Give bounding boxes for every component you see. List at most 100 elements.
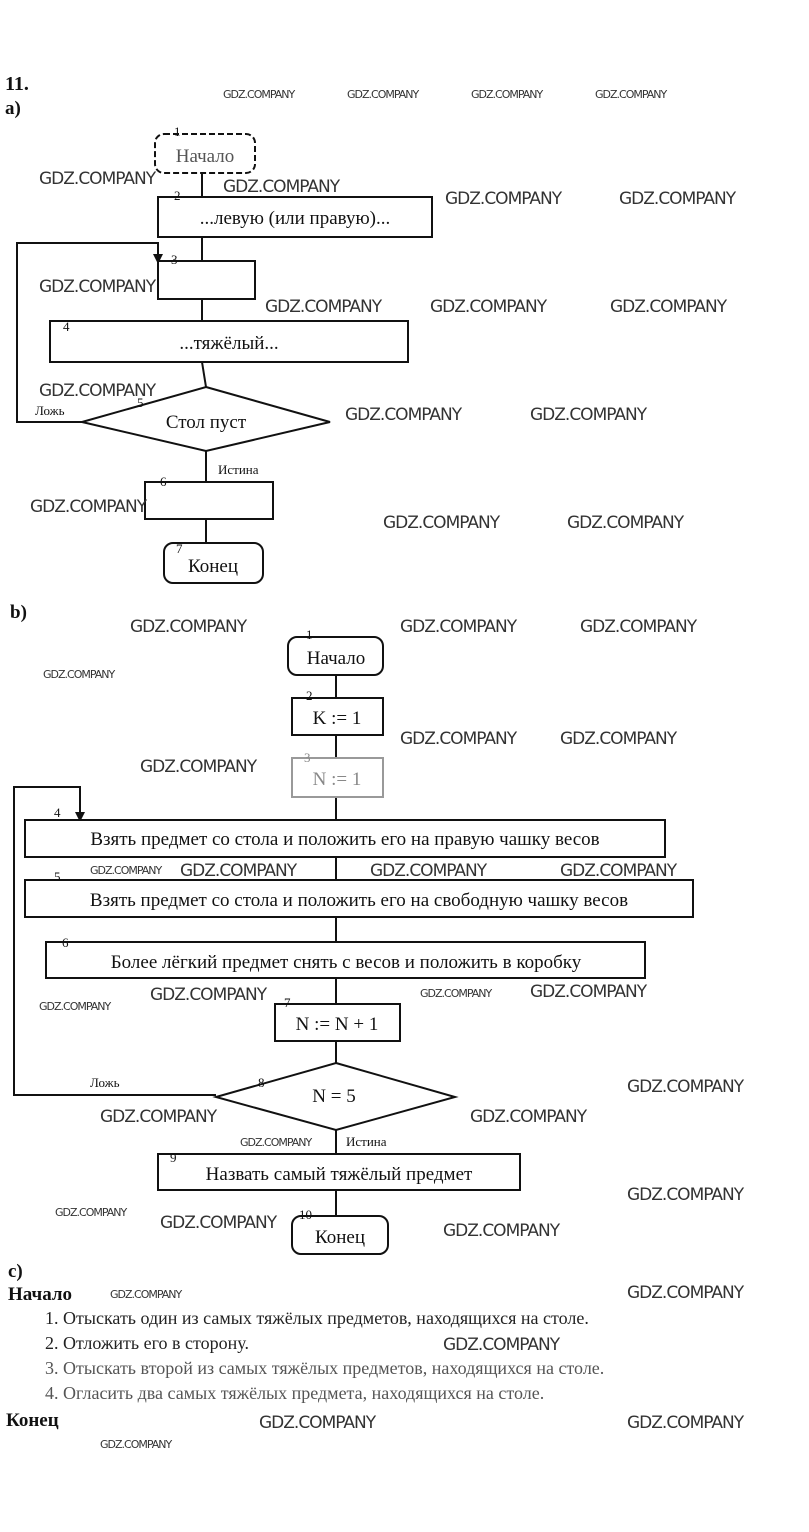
block-label: K := 1: [313, 708, 362, 729]
false-label: Ложь: [35, 403, 65, 418]
algorithm-step: 3. Отыскать второй из самых тяжёлых пред…: [45, 1358, 605, 1378]
start-block-b: [287, 636, 384, 676]
watermark: GDZ.COMPANY: [110, 1288, 183, 1301]
watermark: GDZ.COMPANY: [560, 861, 678, 881]
watermark: GDZ.COMPANY: [90, 864, 163, 877]
arrow-icon: [75, 812, 85, 822]
block-number: 7: [284, 995, 291, 1010]
true-label: Истина: [218, 462, 259, 477]
process-block-b-3: [291, 757, 384, 798]
block-label: ...левую (или правую)...: [200, 208, 391, 229]
process-block-b-5: [24, 879, 694, 918]
arrow-icon: [153, 254, 163, 264]
part-c-label: c): [8, 1261, 23, 1282]
flowchart-b: Начало 1 K := 1 2 N := 1 3 Взять предмет…: [13, 627, 694, 1255]
watermark: GDZ.COMPANY: [100, 1107, 218, 1127]
watermark: GDZ.COMPANY: [43, 668, 116, 681]
block-label: Более лёгкий предмет снять с весов и пол…: [111, 952, 582, 973]
block-number: 6: [62, 935, 69, 950]
task-number: 11.: [5, 73, 29, 95]
algorithm-step: 2. Отложить его в сторону.: [45, 1333, 249, 1353]
block-number: 4: [63, 319, 70, 334]
end-label-a: Конец: [188, 556, 238, 577]
watermark: GDZ.COMPANY: [443, 1335, 561, 1355]
watermark: GDZ.COMPANY: [30, 497, 148, 517]
block-number: 2: [306, 688, 313, 703]
decision-block-a-5: [81, 385, 331, 453]
process-block-b-6: [45, 941, 646, 979]
false-label: Ложь: [90, 1075, 120, 1090]
block-number: 10: [299, 1207, 312, 1222]
watermark: GDZ.COMPANY: [580, 617, 698, 637]
watermark: GDZ.COMPANY: [240, 1136, 313, 1149]
process-block-b-7: [274, 1003, 401, 1042]
start-label-a: Начало: [176, 146, 235, 167]
block-number: 6: [160, 474, 167, 489]
watermark: GDZ.COMPANY: [223, 177, 341, 197]
algorithm-start: Начало: [8, 1284, 73, 1305]
block-number: 4: [54, 805, 61, 820]
watermark: GDZ.COMPANY: [150, 985, 268, 1005]
watermark: GDZ.COMPANY: [370, 861, 488, 881]
loop-back-line-a: [16, 242, 159, 423]
block-number: 1: [174, 124, 181, 139]
watermark: GDZ.COMPANY: [223, 88, 296, 101]
part-a-label: a): [5, 98, 21, 119]
watermark: GDZ.COMPANY: [610, 297, 728, 317]
watermark: GDZ.COMPANY: [39, 381, 157, 401]
block-number: 2: [174, 188, 181, 203]
watermark: GDZ.COMPANY: [567, 513, 685, 533]
true-label: Истина: [346, 1134, 387, 1149]
watermark: GDZ.COMPANY: [530, 982, 648, 1002]
block-number: 5: [137, 395, 144, 410]
end-block-a: [163, 542, 264, 584]
block-label: N := 1: [313, 769, 362, 790]
watermark: GDZ.COMPANY: [400, 617, 518, 637]
block-number: 5: [54, 869, 61, 884]
watermark: GDZ.COMPANY: [180, 861, 298, 881]
block-label: Взять предмет со стола и положить его на…: [90, 829, 599, 850]
watermark: GDZ.COMPANY: [619, 189, 737, 209]
watermark: GDZ.COMPANY: [430, 297, 548, 317]
watermark: GDZ.COMPANY: [530, 405, 648, 425]
watermark: GDZ.COMPANY: [420, 987, 493, 1000]
decision-label: Стол пуст: [166, 412, 247, 433]
watermark: GDZ.COMPANY: [130, 617, 248, 637]
watermark: GDZ.COMPANY: [471, 88, 544, 101]
watermark: GDZ.COMPANY: [383, 513, 501, 533]
watermark: GDZ.COMPANY: [160, 1213, 278, 1233]
watermark: GDZ.COMPANY: [560, 729, 678, 749]
block-number: 9: [170, 1150, 177, 1165]
block-label: N := N + 1: [296, 1014, 379, 1035]
block-number: 3: [304, 750, 311, 765]
process-block-b-2: [291, 697, 384, 736]
block-label: Взять предмет со стола и положить его на…: [90, 890, 628, 911]
algorithm-end: Конец: [6, 1410, 59, 1431]
watermark: GDZ.COMPANY: [39, 169, 157, 189]
watermark: GDZ.COMPANY: [443, 1221, 561, 1241]
block-number: 1: [306, 627, 313, 642]
watermark: GDZ.COMPANY: [265, 297, 383, 317]
watermark: GDZ.COMPANY: [55, 1206, 128, 1219]
watermark: GDZ.COMPANY: [627, 1413, 745, 1433]
decision-block-b-8: [212, 1061, 459, 1132]
process-block-b-9: [157, 1153, 521, 1191]
start-label-b: Начало: [307, 648, 366, 669]
part-b-label: b): [10, 602, 27, 623]
watermark: GDZ.COMPANY: [445, 189, 563, 209]
flowchart-a: Начало 1 ...левую (или правую)... 2 3 ..…: [16, 124, 433, 584]
watermarks: GDZ.COMPANY GDZ.COMPANY GDZ.COMPANY GDZ.…: [30, 88, 746, 1451]
end-label-b: Конец: [315, 1227, 365, 1248]
watermark: GDZ.COMPANY: [259, 1413, 377, 1433]
end-block-b: [291, 1215, 389, 1255]
block-number: 3: [171, 252, 178, 267]
block-label: ...тяжёлый...: [179, 333, 278, 354]
watermark: GDZ.COMPANY: [347, 88, 420, 101]
watermark: GDZ.COMPANY: [470, 1107, 588, 1127]
process-block-a-2: [157, 196, 433, 238]
process-block-a-6: [144, 481, 274, 520]
process-block-a-4: [49, 320, 409, 363]
process-block-b-4: [24, 819, 666, 858]
watermark: GDZ.COMPANY: [345, 405, 463, 425]
